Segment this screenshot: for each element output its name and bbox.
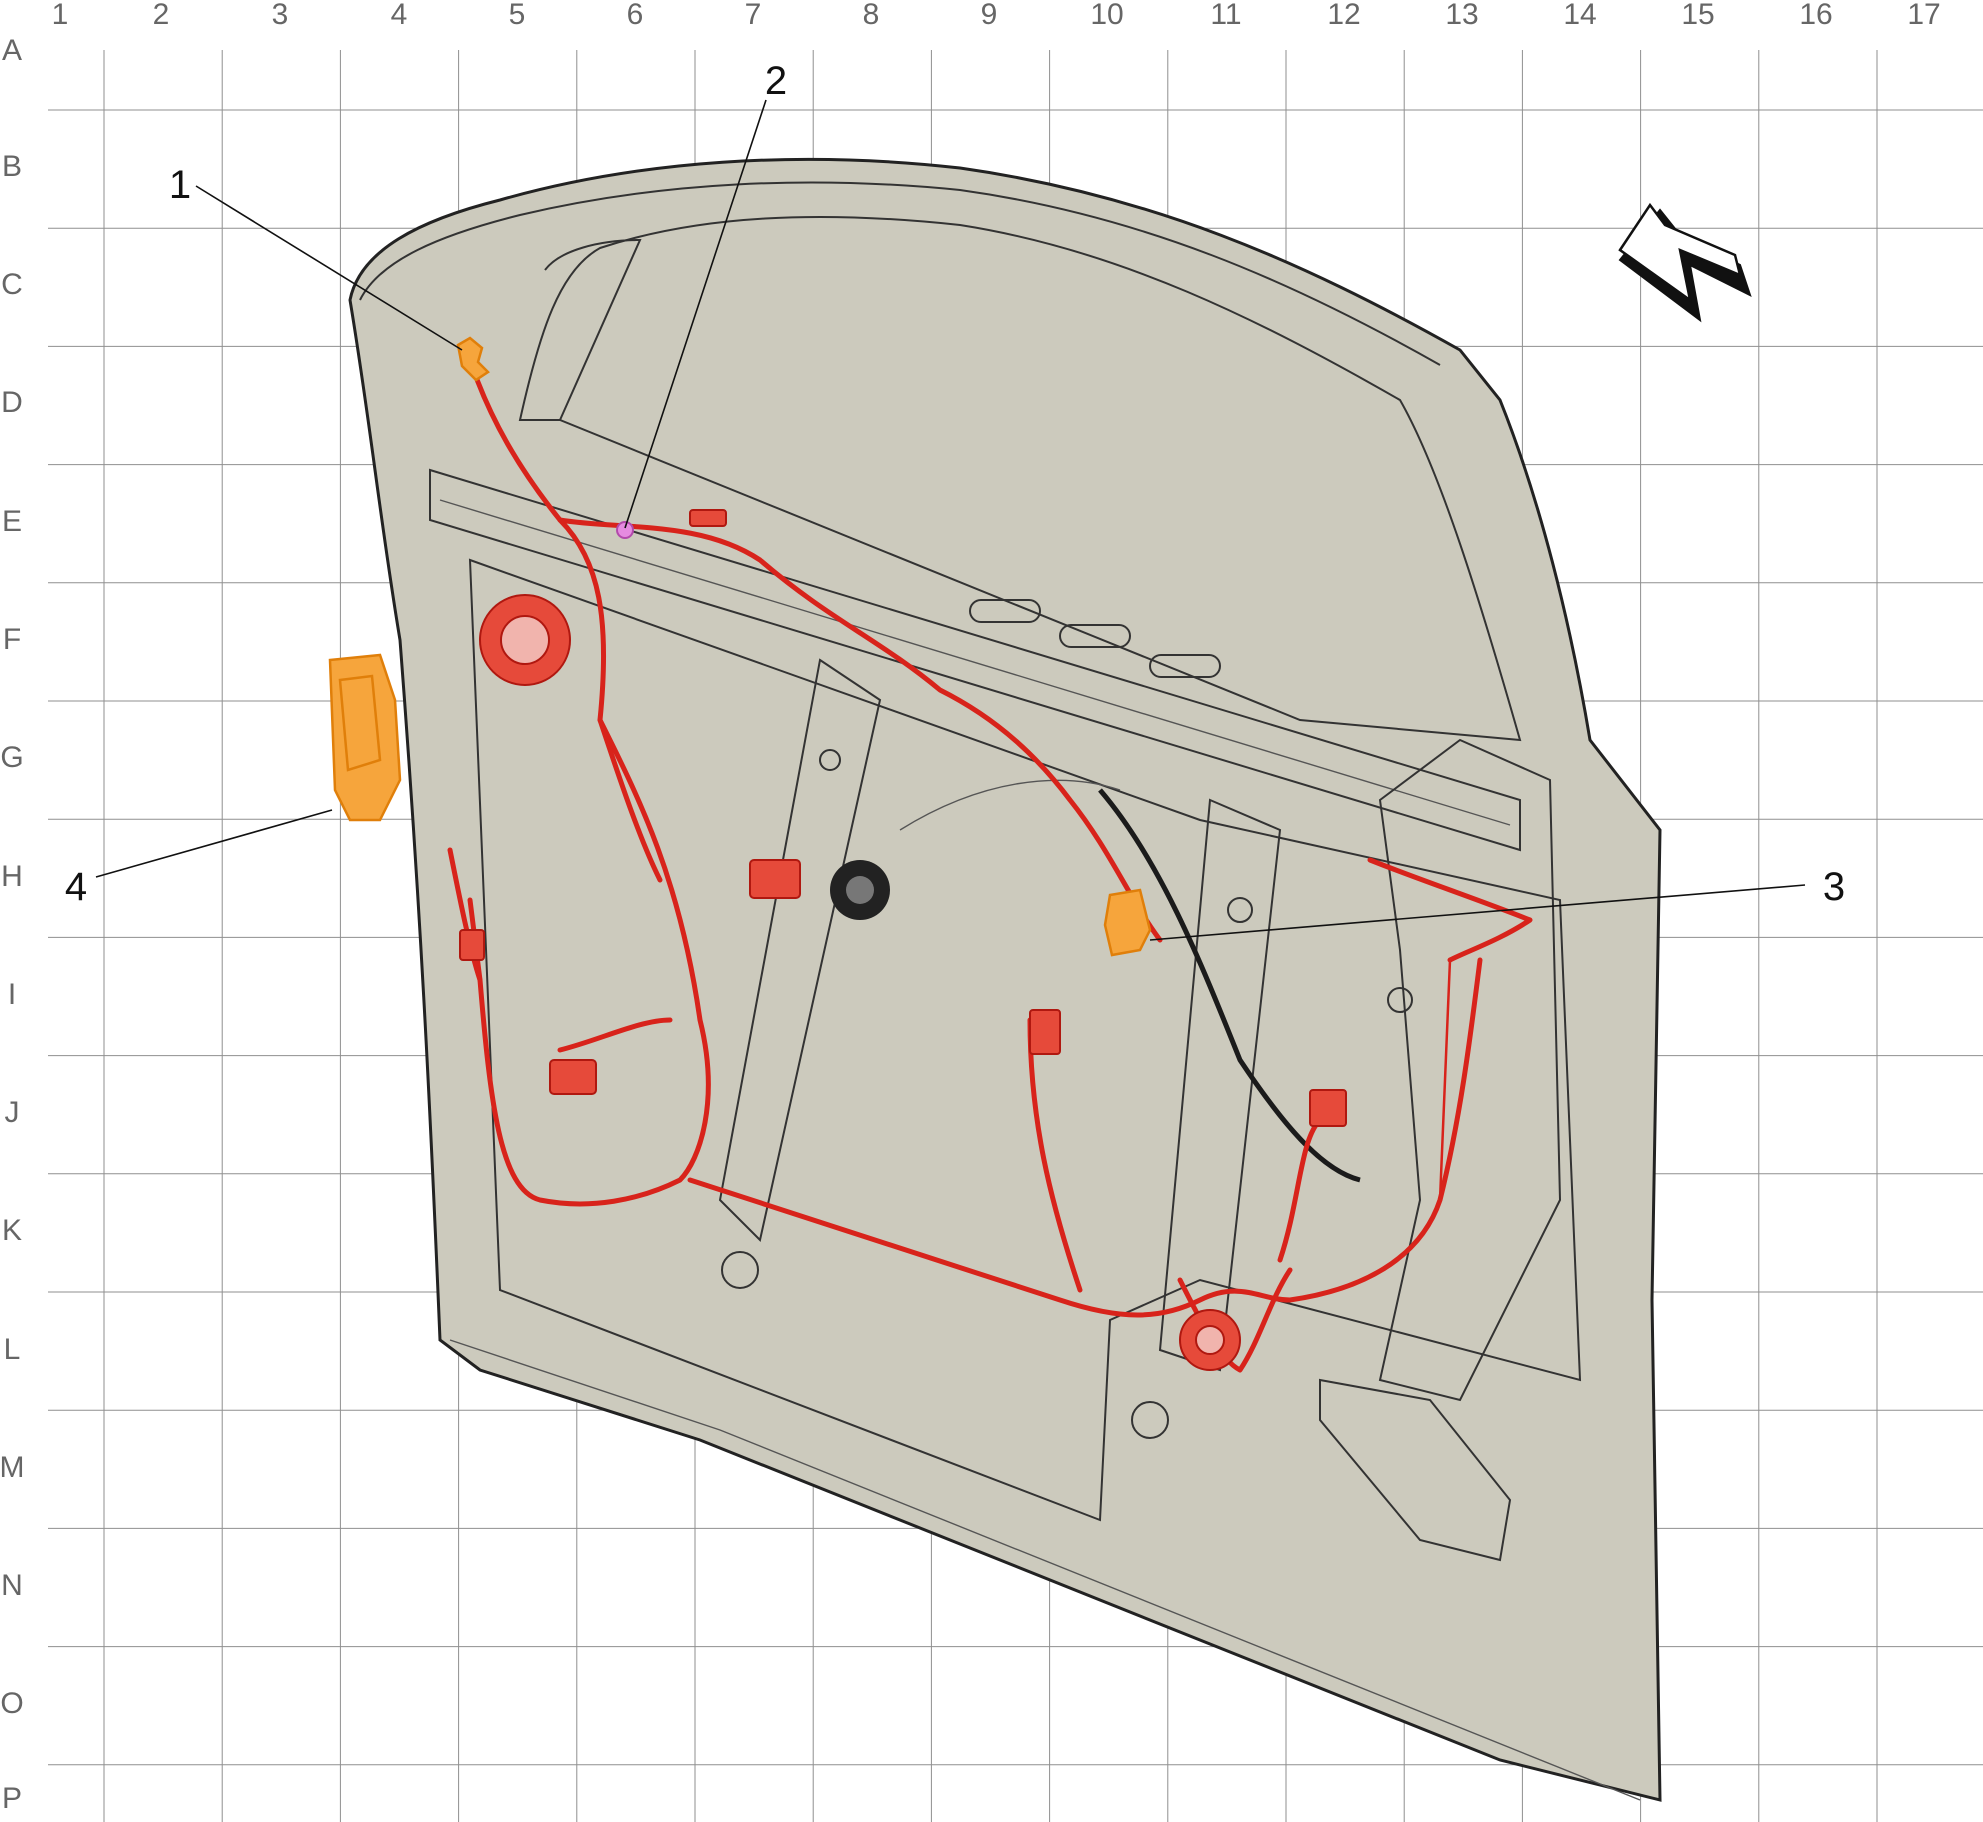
grid-row-label: O xyxy=(0,1687,23,1720)
callout-numbers: 1 2 3 4 xyxy=(65,59,1845,909)
window-frame-inner xyxy=(518,215,1522,742)
grid-row-label: B xyxy=(2,150,22,183)
window-regulator-arm-right xyxy=(1158,798,1282,1372)
grid-col-label: 5 xyxy=(509,0,526,31)
grid-row-label: K xyxy=(2,1214,22,1247)
grid-col-label: 9 xyxy=(981,0,998,31)
harness-connector xyxy=(1029,1009,1061,1055)
grid-col-label: 14 xyxy=(1563,0,1596,31)
access-hole xyxy=(1059,624,1131,648)
grid-row-label: E xyxy=(2,505,22,538)
mount-bolt xyxy=(721,1251,759,1289)
upper-connector xyxy=(456,336,490,382)
grid-row-labels: A B C D E F G H I J K L M N O P xyxy=(0,34,25,1815)
callout-leader-4 xyxy=(95,809,333,878)
grid-col-label: 2 xyxy=(153,0,170,31)
callout-leader-1 xyxy=(195,185,463,351)
grid-col-label: 6 xyxy=(627,0,644,31)
harness-clip xyxy=(689,509,727,527)
grid-col-label: 15 xyxy=(1681,0,1714,31)
grid-col-label: 16 xyxy=(1799,0,1832,31)
grid-row-label: A xyxy=(2,34,22,67)
window-glass-edge xyxy=(544,238,642,421)
callout-leader-2 xyxy=(624,99,767,529)
grid-column-labels: 1 2 3 4 5 6 7 8 9 10 11 12 13 14 15 16 1… xyxy=(52,0,1941,31)
grid-col-label: 12 xyxy=(1327,0,1360,31)
lower-hinge-bracket xyxy=(1319,1378,1512,1562)
grid-row-label: D xyxy=(1,386,23,419)
regulator-motor-hub xyxy=(846,876,874,904)
harness-regulator-branch xyxy=(1027,1017,1083,1293)
panel-bottom-edge xyxy=(449,1339,1641,1801)
callout-number-1: 1 xyxy=(169,163,191,207)
harness-handle-branch xyxy=(447,847,483,983)
speaker-grommet-center xyxy=(500,615,550,665)
harness-upper-branch xyxy=(557,517,1163,943)
access-hole xyxy=(969,599,1041,623)
window-frame-outer xyxy=(359,181,1441,366)
rear-pillar-bracket xyxy=(1378,738,1562,1402)
grid-row-label: H xyxy=(1,860,23,893)
pin-marker xyxy=(616,521,634,539)
highlighted-components xyxy=(328,336,1152,957)
callout-number-3: 3 xyxy=(1823,865,1845,909)
harness-connector xyxy=(549,1059,597,1095)
grid-col-label: 1 xyxy=(52,0,69,31)
grid-row-label: C xyxy=(1,268,23,301)
harness-lower-branch xyxy=(687,957,1483,1318)
belt-reinforcement-detail xyxy=(439,499,1511,826)
harness-connector xyxy=(749,859,801,899)
harness-mid-branch xyxy=(1277,1117,1323,1263)
grid-col-label: 17 xyxy=(1907,0,1940,31)
grid-col-label: 8 xyxy=(863,0,880,31)
grid-row-label: M xyxy=(0,1451,25,1484)
wiring-harness xyxy=(447,357,1533,1373)
harness-speaker-branch xyxy=(597,717,663,883)
harness-connector xyxy=(1309,1089,1347,1127)
harness-door-hinge-run xyxy=(1367,857,1533,963)
grid-col-label: 11 xyxy=(1210,0,1241,31)
grid-col-label: 10 xyxy=(1090,0,1123,31)
grid-col-label: 13 xyxy=(1445,0,1478,31)
mount-bolt xyxy=(1387,987,1413,1013)
mount-bolt xyxy=(819,749,841,771)
mount-bolt xyxy=(1131,1401,1169,1439)
grid-row-label: F xyxy=(3,623,21,656)
grid-row-label: J xyxy=(5,1096,20,1129)
harness-grommet-center xyxy=(1195,1325,1225,1355)
harness-connector xyxy=(459,929,485,961)
inner-panel-opening xyxy=(468,558,1582,1522)
grid-row-label: G xyxy=(0,741,23,774)
belt-reinforcement xyxy=(429,468,1521,852)
regulator-guide-wire xyxy=(899,779,1121,831)
forward-arrow-icon xyxy=(1618,202,1752,323)
regulator-cable xyxy=(1098,788,1361,1183)
harness-door-hinge-return xyxy=(1438,959,1452,1201)
callout-leader-3 xyxy=(1149,884,1806,941)
harness-left-connector-branch xyxy=(557,1017,673,1053)
door-panel xyxy=(348,157,1662,1802)
grid-row-label: I xyxy=(8,978,16,1011)
grid-row-label: N xyxy=(1,1569,23,1602)
grid-row-label: P xyxy=(2,1782,22,1815)
callout-number-2: 2 xyxy=(765,59,787,103)
grid-col-label: 4 xyxy=(391,0,408,31)
grid-row-label: L xyxy=(4,1333,21,1366)
access-hole xyxy=(1149,654,1221,678)
sensor-connector xyxy=(1103,888,1152,957)
callout-number-4: 4 xyxy=(65,865,87,909)
mount-bolt xyxy=(1227,897,1253,923)
grid-col-label: 7 xyxy=(745,0,762,31)
window-regulator-arm-left xyxy=(718,658,882,1242)
door-outer-shell xyxy=(348,157,1662,1802)
grid-col-label: 3 xyxy=(272,0,289,31)
door-switch-module-body xyxy=(338,674,382,772)
callout-leaders xyxy=(95,99,1806,941)
